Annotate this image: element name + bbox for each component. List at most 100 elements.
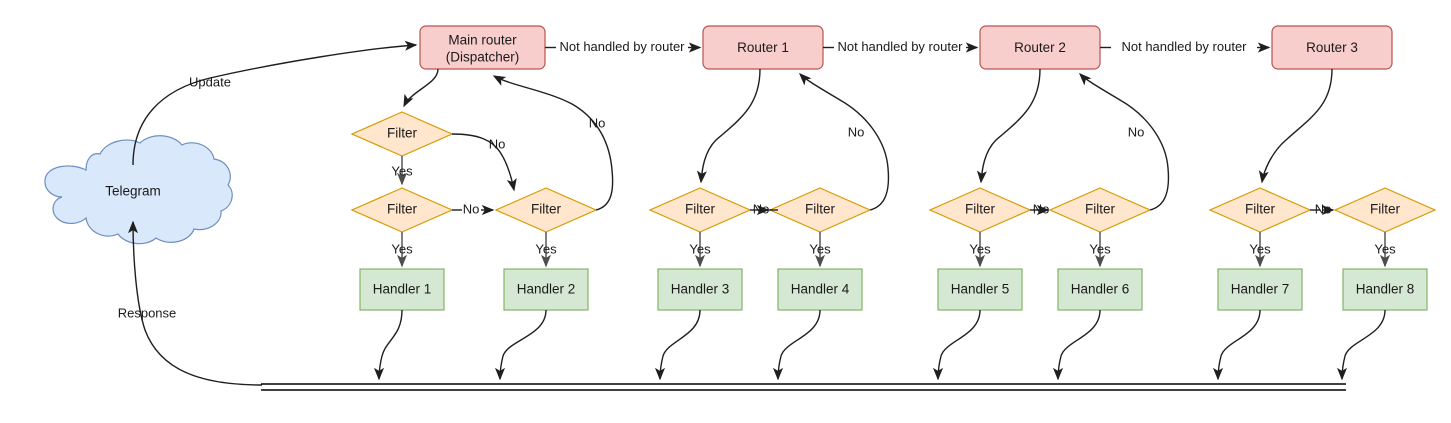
edge-c1-no: No [1030,201,1050,216]
router-chain-edges: Not handled by router Not handled by rou… [545,39,1271,54]
label-yes-f1: Yes [391,163,413,178]
label-no-r1-row: No [753,201,770,216]
edge-r3-to-filter-d1 [1258,68,1333,184]
filter-c1-label: Filter [965,202,996,217]
label-not-handled-3: Not handled by router [1121,39,1247,54]
handler-4-label: Handler 4 [791,282,850,297]
handler-8-box[interactable] [1342,268,1428,311]
edge-c2-no-return-path [1079,73,1170,211]
filter-c2-group[interactable]: Filter [1048,187,1152,233]
label-update: Update [189,74,231,89]
handler-6-box[interactable] [1057,268,1143,311]
label-no-main-top: No [589,115,606,130]
handler-2[interactable]: Handler 2 [503,268,589,311]
edge-b2-no-return: No [799,73,890,211]
edge-h1-collector [373,309,403,381]
handler-3-box[interactable] [657,268,743,311]
router-3-label: Router 3 [1306,40,1358,55]
label-no-main-row: No [463,201,480,216]
edge-a3-no-return-path [492,75,614,211]
collector-bar [261,383,1346,391]
label-yes-f4: Yes [689,241,711,256]
label-response: Response [118,305,177,320]
edge-h5-collector [932,309,981,381]
label-yes-f8: Yes [1249,241,1271,256]
edge-b2-no-return-path [799,73,890,211]
handler-4[interactable]: Handler 4 [777,268,863,311]
handler-2-box[interactable] [503,268,589,311]
edge-h4-collector [772,309,821,381]
edge-h8-collector [1336,309,1386,381]
handler-collector-edges [373,309,1386,381]
handler-1[interactable]: Handler 1 [359,268,445,311]
telegram-label: Telegram [105,184,161,199]
handler-6[interactable]: Handler 6 [1057,268,1143,311]
label-no-r1-top: No [848,124,865,139]
router-main[interactable]: Main router (Dispatcher) [419,25,546,70]
edge-h7-collector [1212,309,1261,381]
label-no-r2-top: No [1128,124,1145,139]
filter-a2-label: Filter [387,202,418,217]
filter-b1-group[interactable]: Filter [648,187,752,233]
label-not-handled-1: Not handled by router [559,39,685,54]
filter-a1-group[interactable]: Filter [350,111,454,157]
filter-d2-group[interactable]: Filter [1333,187,1437,233]
filter-d1-label: Filter [1245,202,1276,217]
label-yes-f3: Yes [535,241,557,256]
label-yes-f6: Yes [969,241,991,256]
handler-3-label: Handler 3 [671,282,730,297]
handler-1-label: Handler 1 [373,282,432,297]
label-yes-f2: Yes [391,241,413,256]
label-yes-f5: Yes [809,241,831,256]
main-router-label-line2: (Dispatcher) [446,50,520,65]
filter-d2-label: Filter [1370,202,1401,217]
filter-a1-label: Filter [387,126,418,141]
edge-h2-collector [494,309,547,381]
edge-c2-no-return: No [1079,73,1170,211]
edge-a1-no-path [451,133,517,192]
edge-update-path [132,40,418,166]
filter-c2-label: Filter [1085,202,1116,217]
router-2[interactable]: Router 2 [979,25,1101,70]
handler-8[interactable]: Handler 8 [1342,268,1428,311]
label-not-handled-2: Not handled by router [837,39,963,54]
router-3[interactable]: Router 3 [1271,25,1393,70]
filter-a2-group[interactable]: Filter [350,187,454,233]
handler-1-box[interactable] [359,268,445,311]
edge-main-to-filter-a1 [403,68,439,108]
handler-2-label: Handler 2 [517,282,576,297]
handler-4-box[interactable] [777,268,863,311]
filter-c1-group[interactable]: Filter [928,187,1032,233]
filter-d1-group[interactable]: Filter [1208,187,1312,233]
edge-response: Response [118,220,263,386]
label-yes-f9: Yes [1374,241,1396,256]
router-2-label: Router 2 [1014,40,1066,55]
label-no-r3-row: No [1315,201,1332,216]
handler-5-box[interactable] [937,268,1023,311]
router-1[interactable]: Router 1 [702,25,824,70]
label-no-main-mid: No [489,136,506,151]
edge-a3-no-return: No [492,75,614,211]
edge-d1-no: No [1310,201,1335,216]
handler-3[interactable]: Handler 3 [657,268,743,311]
filter-b2-group[interactable]: Filter [768,187,872,233]
edge-r1-to-filter-b1 [696,68,761,184]
label-no-r2-row: No [1033,201,1050,216]
main-router-label-line1: Main router [448,33,517,48]
edge-r2-to-filter-c1 [976,68,1041,184]
router-1-label: Router 1 [737,40,789,55]
label-yes-f7: Yes [1089,241,1111,256]
filter-b2-label: Filter [805,202,836,217]
handler-6-label: Handler 6 [1071,282,1130,297]
edge-b1-no: No [750,201,778,216]
handler-5-label: Handler 5 [951,282,1010,297]
handler-7[interactable]: Handler 7 [1217,268,1303,311]
edge-h6-collector [1052,309,1101,381]
edge-a1-no: No [451,133,517,192]
filter-a3-label: Filter [531,202,562,217]
handler-7-box[interactable] [1217,268,1303,311]
handler-5[interactable]: Handler 5 [937,268,1023,311]
filter-a3-group[interactable]: Filter [494,187,598,233]
